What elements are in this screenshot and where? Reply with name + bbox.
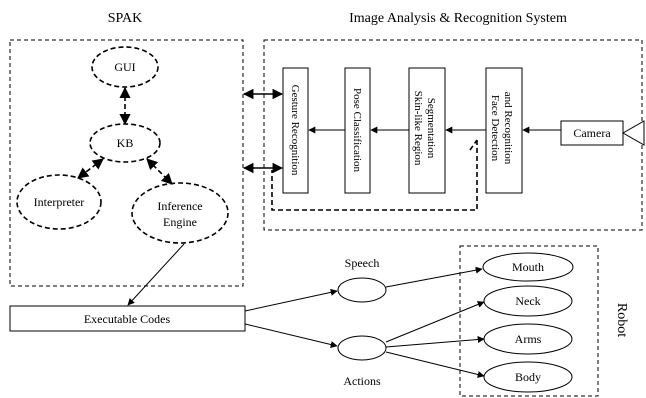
mouth-node	[482, 252, 574, 282]
actions-to-body-arrow	[385, 351, 485, 378]
inference-engine-node	[131, 182, 229, 244]
actions-label: Actions	[343, 374, 381, 388]
kb-label: KB	[117, 136, 134, 150]
gesture-recognition-block	[282, 67, 309, 194]
codes-to-speech-arrow	[244, 288, 338, 312]
inference-engine-label-1: Inference	[157, 199, 202, 213]
neck-node	[483, 285, 573, 317]
executable-codes-block	[9, 305, 246, 332]
actions-to-neck-arrow	[385, 301, 485, 343]
mouth-label: Mouth	[512, 260, 544, 274]
camera-label: Camera	[573, 126, 611, 140]
robot-container	[459, 245, 599, 397]
speech-to-mouth-arrow	[385, 266, 483, 288]
feedback-dashed-path	[271, 140, 478, 211]
gesture-recognition-label: Gesture Recognition	[289, 85, 301, 176]
pose-classification-block	[344, 67, 371, 194]
skin-region-label-1: Skin-like Region	[412, 91, 424, 166]
kb-interpreter-arrow	[77, 158, 104, 179]
face-detection-label-2: and Recognition	[502, 92, 514, 165]
skin-region-label-2: Segmentation	[425, 98, 437, 159]
spak-container	[9, 39, 244, 287]
codes-to-actions-arrow	[244, 323, 338, 348]
speech-node	[337, 277, 387, 303]
pose-classification-label: Pose Classification	[351, 88, 363, 173]
interpreter-label: Interpreter	[34, 195, 85, 209]
actions-node	[337, 335, 387, 361]
camera-lens-icon	[621, 120, 645, 146]
spak-heading: SPAK	[108, 11, 143, 26]
interpreter-node	[16, 174, 102, 230]
gui-label: GUI	[114, 60, 135, 74]
actions-to-arms-arrow	[385, 336, 485, 348]
robot-heading: Robot	[614, 303, 629, 337]
face-detection-label-1: Face Detection	[489, 95, 501, 162]
kb-inference-arrow	[146, 158, 173, 185]
neck-label: Neck	[515, 294, 540, 308]
speech-label: Speech	[345, 256, 380, 270]
arms-node	[483, 323, 573, 355]
body-label: Body	[515, 370, 541, 384]
inference-engine-label-2: Engine	[163, 215, 197, 229]
skin-region-segmentation-block	[408, 67, 446, 194]
inference-to-codes-arrow	[127, 243, 185, 306]
body-node	[483, 361, 573, 393]
kb-node	[89, 123, 161, 163]
image-system-heading: Image Analysis & Recognition System	[349, 11, 567, 26]
arms-label: Arms	[515, 332, 542, 346]
feedback-dashed-arrow	[469, 139, 478, 151]
gui-node	[91, 46, 159, 88]
executable-codes-label: Executable Codes	[84, 312, 171, 326]
